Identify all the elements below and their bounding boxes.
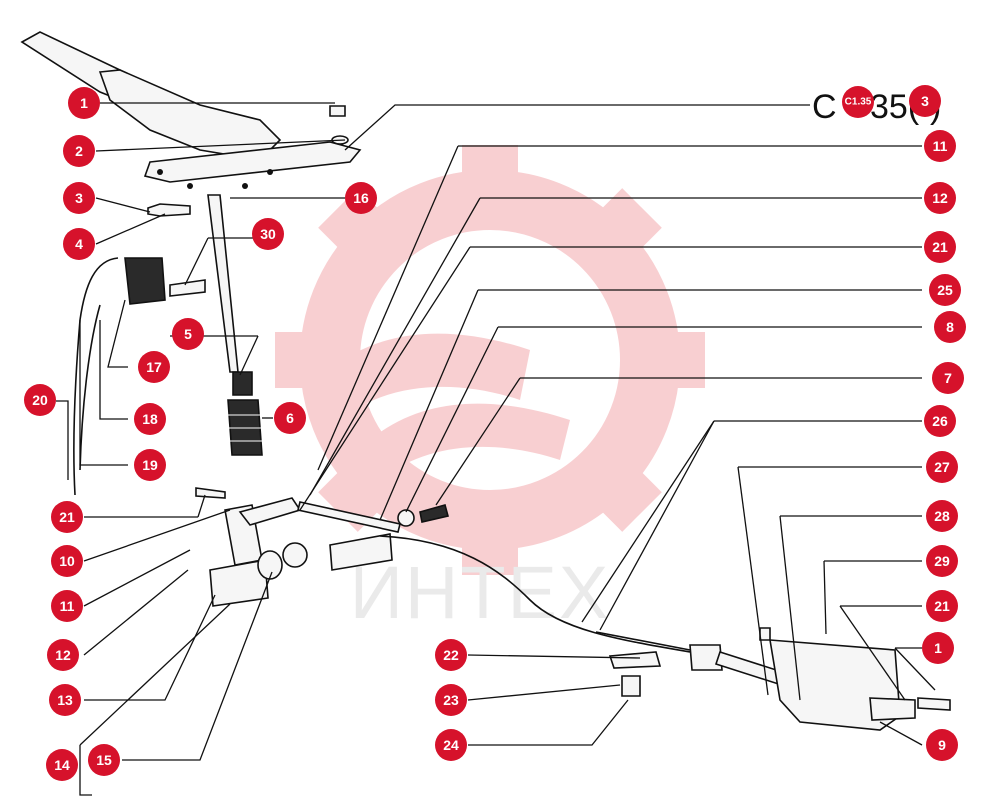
svg-text:26: 26 <box>932 413 948 429</box>
svg-text:2: 2 <box>75 143 83 159</box>
svg-text:18: 18 <box>142 411 158 427</box>
callout-21-right: 21 <box>926 590 958 622</box>
callout-5: 5 <box>172 318 204 350</box>
svg-text:5: 5 <box>184 326 192 342</box>
svg-text:28: 28 <box>934 508 950 524</box>
svg-text:13: 13 <box>57 692 73 708</box>
svg-text:14: 14 <box>54 757 70 773</box>
svg-text:11: 11 <box>60 598 75 614</box>
leader-lines <box>56 102 936 796</box>
callout-23: 23 <box>435 684 467 716</box>
svg-text:4: 4 <box>75 236 83 252</box>
callout-21-top: 21 <box>924 231 956 263</box>
svg-text:21: 21 <box>59 509 75 525</box>
watermark: ИНТЕХ <box>275 145 705 634</box>
svg-text:25: 25 <box>937 282 953 298</box>
callout-10: 10 <box>51 545 83 577</box>
callout-25: 25 <box>929 274 961 306</box>
svg-text:24: 24 <box>443 737 459 753</box>
callout-14: 14 <box>46 749 78 781</box>
svg-text:6: 6 <box>286 410 294 426</box>
callout-19: 19 <box>134 449 166 481</box>
callout-21-left: 21 <box>51 501 83 533</box>
svg-text:22: 22 <box>443 647 459 663</box>
svg-text:8: 8 <box>946 319 954 335</box>
callout-12-left: 12 <box>47 639 79 671</box>
callout-1: 1 <box>68 87 100 119</box>
svg-text:11: 11 <box>933 138 948 154</box>
svg-text:10: 10 <box>59 553 75 569</box>
svg-text:9: 9 <box>938 737 946 753</box>
callouts: 1 2 3 4 30 16 11 12 21 25 8 7 26 27 28 2… <box>24 87 966 781</box>
callout-4: 4 <box>63 228 95 260</box>
callout-11-top: 11 <box>924 130 956 162</box>
callout-1-right: 1 <box>922 632 954 664</box>
callout-8: 8 <box>934 311 966 343</box>
callout-6: 6 <box>274 402 306 434</box>
svg-text:7: 7 <box>944 370 952 386</box>
callout-3: 3 <box>63 182 95 214</box>
svg-text:29: 29 <box>934 553 950 569</box>
svg-text:21: 21 <box>932 239 948 255</box>
callout-9: 9 <box>926 729 958 761</box>
callout-28: 28 <box>926 500 958 532</box>
callout-12-top: 12 <box>924 182 956 214</box>
callout-29: 29 <box>926 545 958 577</box>
svg-text:12: 12 <box>55 647 71 663</box>
watermark-text: ИНТЕХ <box>350 551 611 634</box>
callout-2: 2 <box>63 135 95 167</box>
svg-text:21: 21 <box>934 598 950 614</box>
reference-badge-small: C1.35 <box>845 97 872 108</box>
callout-15: 15 <box>88 744 120 776</box>
svg-text:27: 27 <box>934 459 950 475</box>
callout-20: 20 <box>24 384 56 416</box>
svg-text:30: 30 <box>260 226 276 242</box>
callout-11-left: 11 <box>51 590 83 622</box>
svg-text:16: 16 <box>353 190 369 206</box>
svg-text:20: 20 <box>32 392 48 408</box>
callout-22: 22 <box>435 639 467 671</box>
callout-27: 27 <box>926 451 958 483</box>
callout-24: 24 <box>435 729 467 761</box>
reference-badge-number: 3 <box>921 93 929 109</box>
watermark-gear-icon <box>275 145 705 575</box>
svg-text:1: 1 <box>80 95 88 111</box>
svg-text:15: 15 <box>96 752 112 768</box>
reference-code: C 35( ) C1.35 3 <box>812 85 941 126</box>
svg-text:17: 17 <box>146 359 162 375</box>
handbrake-lever <box>20 31 362 189</box>
callout-18: 18 <box>134 403 166 435</box>
reference-badge <box>842 86 874 118</box>
svg-text:1: 1 <box>934 640 942 656</box>
callout-13: 13 <box>49 684 81 716</box>
callout-17: 17 <box>138 351 170 383</box>
callout-26: 26 <box>924 405 956 437</box>
svg-text:12: 12 <box>932 190 948 206</box>
callout-7: 7 <box>932 362 964 394</box>
svg-text:3: 3 <box>75 190 83 206</box>
callout-30: 30 <box>252 218 284 250</box>
svg-text:19: 19 <box>142 457 158 473</box>
reference-code-letter: C <box>812 88 837 126</box>
callout-16: 16 <box>345 182 377 214</box>
reference-badge-number-circle <box>909 85 941 117</box>
svg-text:23: 23 <box>443 692 459 708</box>
